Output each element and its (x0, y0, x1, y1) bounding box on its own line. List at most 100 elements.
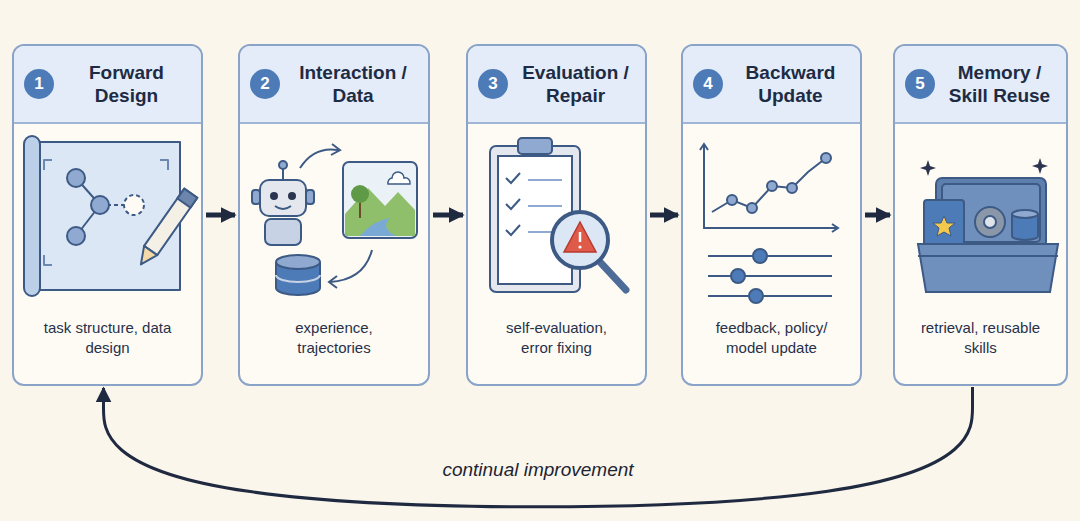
magnifier-icon-part (578, 245, 581, 248)
chart-icon-part-part (767, 181, 777, 191)
stage-description: task structure, data design (44, 318, 172, 358)
chart-icon (700, 144, 838, 232)
scene-icon (343, 162, 417, 238)
toolbox-icon-part (918, 244, 1058, 292)
stage-panel: 3 Evaluation / Repair self-evaluation, err… (466, 44, 647, 386)
blueprint-icon-part (67, 227, 85, 245)
toolbox-icon-part (984, 216, 996, 228)
panel-fills (13, 45, 1067, 385)
step-number-badge: 5 (905, 69, 935, 99)
stage-panel: 5 Memory / Skill Reuse retrieval, reusable… (893, 44, 1068, 386)
header-area: Interaction / Data (284, 46, 422, 122)
step-number: 1 (34, 74, 43, 94)
scene-icon-part (351, 185, 369, 203)
blueprint-icon-part-part (134, 246, 157, 269)
blueprint-icon-part (124, 195, 144, 215)
scene-icon-part (343, 162, 417, 238)
step-number: 5 (915, 74, 924, 94)
chart-icon-part-part (821, 153, 831, 163)
blueprint-icon-part (134, 189, 197, 269)
robot-icon-part (279, 161, 287, 169)
panel-fills-part (682, 45, 861, 385)
stage-title: Memory / Skill Reuse (939, 61, 1060, 107)
slider-icon-part (708, 255, 832, 257)
step-number-badge: 2 (250, 69, 280, 99)
database-icon-part (276, 275, 320, 282)
toolbox-icon-part (1012, 210, 1038, 218)
stage-panel: 2 Interaction / Data experience, trajector… (238, 44, 430, 386)
step-number-badge: 4 (693, 69, 723, 99)
magnifier-icon-part (552, 212, 608, 268)
stage-description: self-evaluation, error fixing (493, 318, 621, 358)
panel-fills-part (13, 45, 202, 385)
flow-arrow (206, 213, 235, 218)
magnifier-icon (552, 212, 626, 290)
step-number: 4 (703, 74, 712, 94)
toolbox-icon-part (920, 158, 1048, 176)
chart-icon-part (704, 146, 838, 228)
chart-icon-part (727, 153, 831, 213)
stage-description: retrieval, reusable skills (917, 318, 1045, 358)
blueprint-icon-part (67, 169, 85, 187)
step-number: 2 (260, 74, 269, 94)
chart-icon-part-part (747, 203, 757, 213)
chart-icon-part (712, 158, 826, 212)
blueprint-icon-part (34, 142, 180, 290)
scene-icon-part (360, 218, 396, 236)
flow-arrow (650, 213, 678, 218)
slider-icon (708, 249, 832, 303)
toolbox-icon (918, 158, 1058, 292)
panel-fills-part (467, 45, 646, 385)
panel-fills-part (239, 45, 429, 385)
stage-panel: 4 Backward Update feedback, policy/ model … (681, 44, 862, 386)
loop-label: continual improvement (436, 459, 639, 481)
chart-icon-part (700, 144, 838, 232)
clipboard-icon-part (518, 138, 552, 154)
stage-title: Backward Update (727, 61, 854, 107)
panel-fills-part (894, 45, 1067, 385)
step-number-badge: 1 (24, 69, 54, 99)
robot-icon-part (270, 192, 278, 200)
stage-description: feedback, policy/ model update (708, 318, 836, 358)
robot-icon (252, 161, 314, 245)
blueprint-icon-part-part (177, 189, 197, 208)
step-number-badge: 3 (478, 69, 508, 99)
flow-arrow (865, 213, 890, 218)
stage-panel: 1 Forward Design task structure, data desi… (12, 44, 203, 386)
flow-arrow (433, 213, 463, 218)
clipboard-icon-part (506, 173, 520, 235)
scene-icon-part (388, 172, 410, 184)
feedback-loop-arrow (104, 387, 973, 507)
header-area: Memory / Skill Reuse (939, 46, 1060, 122)
robot-icon-part (260, 180, 306, 216)
chart-icon-part-part (787, 183, 797, 193)
stage-title: Forward Design (61, 61, 193, 107)
magnifier-icon-part (564, 222, 596, 252)
database-icon-part (276, 255, 320, 269)
header-area: Forward Design (58, 46, 195, 122)
blueprint-icon-part-part (144, 189, 197, 256)
blueprint-icon-part (91, 196, 109, 214)
magnifier-icon-part (600, 262, 626, 290)
chart-icon-part-part (727, 195, 737, 205)
cycle-arrows (300, 144, 372, 288)
cycle-arrows-part (329, 276, 337, 288)
slider-icon-part (708, 295, 832, 297)
toolbox-icon-part (933, 216, 955, 236)
cycle-arrows-part (331, 144, 340, 155)
robot-icon-part (265, 219, 301, 245)
slider-icon-part (708, 275, 832, 277)
toolbox-icon-part (918, 255, 1058, 257)
blueprint-icon-part (24, 136, 40, 296)
header-area: Backward Update (727, 46, 854, 122)
robot-icon-part (288, 192, 296, 200)
robot-icon-part (252, 190, 260, 204)
step-number: 3 (488, 74, 497, 94)
robot-icon-part (306, 190, 314, 204)
slider-icon-part (749, 289, 763, 303)
stage-title: Evaluation / Repair (512, 61, 639, 107)
magnifier-icon-part (579, 232, 582, 242)
stage-description: experience, trajectories (270, 318, 398, 358)
blueprint-icon (24, 136, 197, 296)
